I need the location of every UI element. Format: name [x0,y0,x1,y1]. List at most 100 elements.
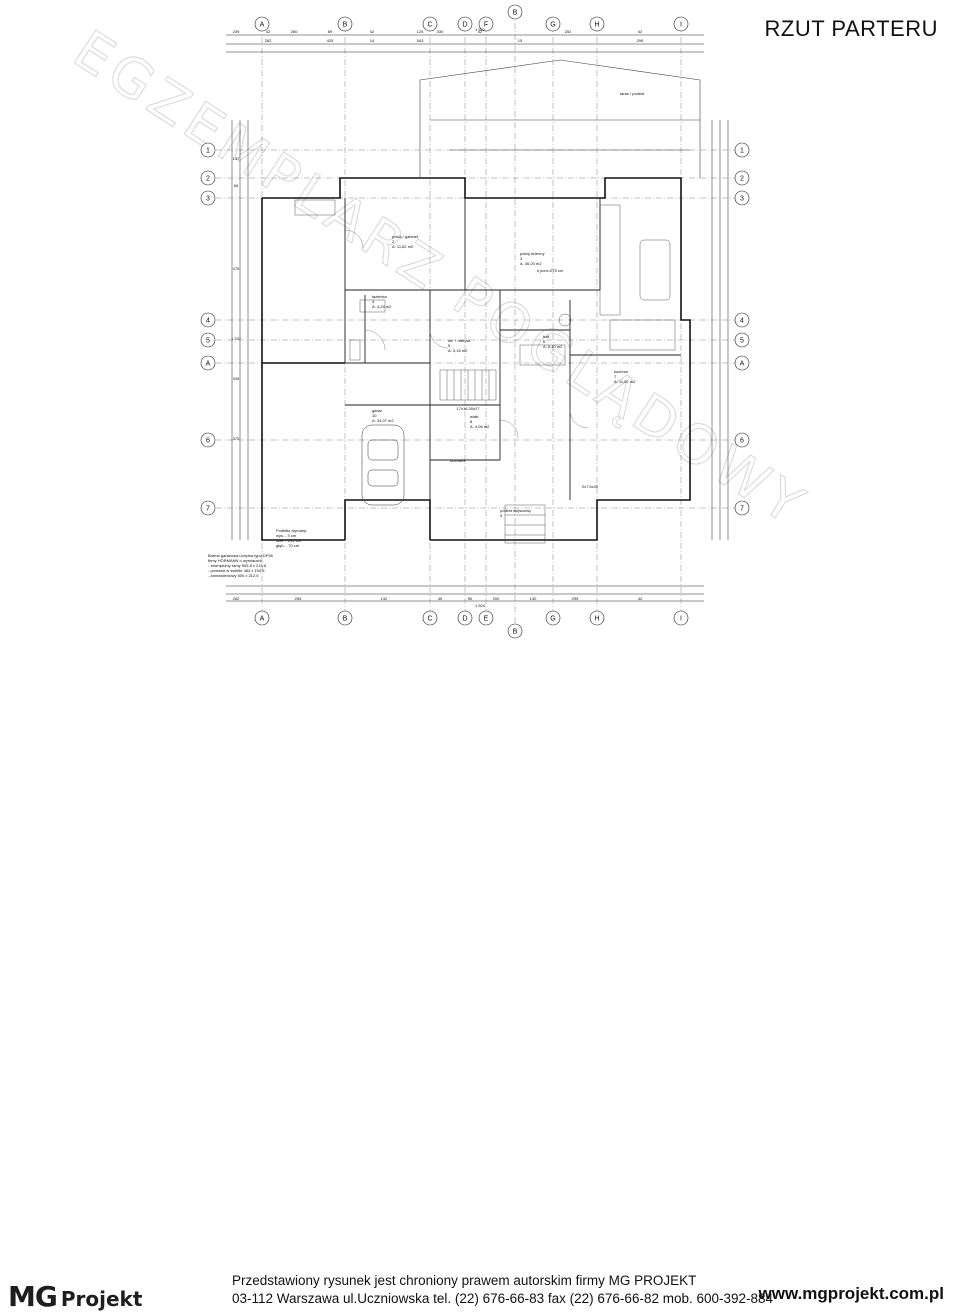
axis-col-d-bottom-circle [457,610,473,626]
room-area: A: 34,07 m2 [372,418,394,423]
axis-col-g-top: G [550,22,555,29]
dim-bottom: 50 [468,596,473,601]
room-number: 7 [614,374,617,379]
axis-col-c-top-circle [422,16,438,32]
dim-top: 42 [370,29,375,34]
website-link[interactable]: www.mgprojekt.com.pl [758,1284,944,1303]
axis-col-a-top: A [260,22,265,29]
page-title: RZUT PARTERU [764,16,938,41]
room-name: garaż [372,408,382,413]
room-name: łazienka [372,294,387,299]
axis-row-5-left-circle [200,332,216,348]
axis-row-2-left: 2 [206,176,210,183]
axis-col-h-bottom: H [594,616,599,623]
axis-b-top-circle [507,4,523,20]
axis-row-4-right: 4 [740,318,744,325]
furniture [294,199,676,366]
axis-col-g-bottom: G [550,616,555,623]
dim-bottom: 295 [572,596,579,601]
axis-col-i-top: I [680,22,682,29]
axis-b-bottom: B [513,629,518,636]
dim-bottom: 42 [638,596,643,601]
axis-row-4-left-circle [200,312,216,328]
dim-top2: 425 [327,38,334,43]
room-area: A: 3,16 m2 [448,348,468,353]
soffit-note: szer. - 212 cm [276,538,302,543]
interior-walls [344,198,681,500]
dim-total-bottom: 1 524 [475,603,486,608]
axis-row-1-right: 1 [740,148,744,155]
dim-stairs-2: 2x7,5x30 [582,484,599,489]
room-number: 4 [372,299,375,304]
room-number: 8 [470,419,473,424]
axis-col-c-bottom: C [427,616,432,623]
room-number: 10 [372,413,377,418]
axis-col-e-bottom-circle [478,610,494,626]
room-name: schowek [450,458,466,463]
room-area: A: 11,02 m2 [614,379,636,384]
axis-row-7-right: 7 [740,506,744,513]
axis-row-1-right-circle [734,142,750,158]
axis-row-a-right-circle [734,355,750,371]
axis-row-3-left: 3 [206,196,210,203]
axis-col-i-bottom-circle [673,610,689,626]
room-name: pokój / gabinet [392,234,419,239]
soffit-note: głęb. - 70 cm [276,543,300,548]
axis-row-6-right-circle [734,432,750,448]
dim-top2: 15 [518,38,523,43]
dim-left: 375 [233,436,240,441]
stairs-note: 17x16,30x27 [457,406,481,411]
axis-col-i-top-circle [673,16,689,32]
room-name: podest wejściowy [500,508,531,513]
dim-top2: 14 [370,38,375,43]
room-name: hall [543,334,549,339]
room-name: pokój dzienny [520,251,544,256]
axis-col-b-top-circle [337,16,353,32]
axis-row-6-left-circle [200,432,216,448]
staircase [439,369,546,544]
axis-row-3-left-circle [200,190,216,206]
room-area: A: 36,20 m2 [520,261,542,266]
garage-door-note: - prześwit w świetle 484 x 194,5 [208,568,265,573]
dim-top2: 262 [265,38,272,43]
axis-row-7-left-circle [200,500,216,516]
axis-col-d-top: D [462,22,467,29]
axis-row-3-right: 3 [740,196,744,203]
axis-row-2-right: 2 [740,176,744,183]
axis-col-b-bottom: B [343,616,348,623]
axis-row-7-left: 7 [206,506,210,513]
axis-col-a-bottom-circle [254,610,270,626]
garage-door-note: firmy HÖRMANN o wymiarach: [208,558,263,563]
dim-top: 42 [478,29,483,34]
garage-door-note: Brama garażowa uchylna typu DF98 [208,553,273,558]
axis-col-d-bottom: D [462,616,467,623]
soffit-note: Podbitki wymiary: [276,528,307,533]
dim-bottom: 132 [381,596,388,601]
dim-top: 42 [638,29,643,34]
dim-top: 260 [291,29,298,34]
dim-left: 345 [233,376,240,381]
garage-door-note: - zamówieniowy 500 x 212,5 [208,573,259,578]
axis-b-bottom-circle [507,623,523,639]
axis-row-5-left: 5 [206,338,210,345]
soffit-note: wys. - 3 cm [276,533,297,538]
watermark: EGZEMPLARZ POGLĄDOWY [63,18,819,540]
axis-row-7-right-circle [734,500,750,516]
dim-left: 1 247 [231,336,242,341]
axis-col-i-bottom: I [680,616,682,623]
room-area: A: 4,24 m2 [372,304,392,309]
dim-top: 42 [266,29,271,34]
axis-row-5-right-circle [734,332,750,348]
axis-b-top: B [513,10,518,17]
axis-col-a-top-circle [254,16,270,32]
room-area: A: 11,82 m2 [392,244,414,249]
dim-top: 252 [565,29,572,34]
axis-col-b-top: B [343,22,348,29]
dim-left: 475 [233,266,240,271]
